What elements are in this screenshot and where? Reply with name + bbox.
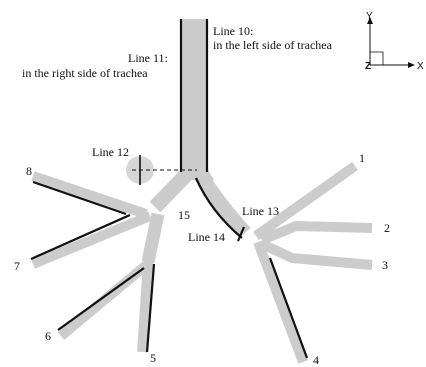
coordinate-axes: Y Z X	[365, 11, 424, 72]
branch-7	[31, 211, 152, 269]
x-axis-arrowhead	[408, 62, 415, 68]
branch-number-1: 1	[359, 151, 365, 165]
line-10-label-a: Line 10:	[213, 24, 253, 38]
line-12-marker	[126, 155, 197, 185]
branch-5	[137, 261, 153, 353]
branch-number-3: 3	[382, 258, 388, 272]
branch-8	[31, 171, 148, 219]
branch-2	[260, 221, 373, 245]
z-axis-label: Z	[365, 61, 371, 72]
branch-4	[253, 240, 308, 364]
trachea	[181, 19, 207, 172]
junction-15-label: 15	[178, 208, 190, 222]
line-13-label: Line 13	[242, 204, 279, 218]
branch-5-wall	[145, 263, 156, 353]
line-13-mark	[236, 226, 246, 242]
line-14-wall	[194, 177, 243, 239]
y-axis-label: Y	[366, 11, 373, 22]
branch-number-2: 2	[384, 221, 390, 235]
axis-origin-square	[369, 51, 384, 66]
line-14-label: Line 14	[188, 230, 225, 244]
line-11-label-a: Line 11:	[128, 51, 168, 65]
line-11-label-b: in the right side of trachea	[22, 66, 148, 80]
line-12-label: Line 12	[92, 145, 129, 159]
wall-lines	[30, 19, 309, 359]
branch-7-wall	[30, 213, 131, 261]
branch-number-6: 6	[45, 329, 51, 343]
left-main-bronchus	[194, 171, 251, 239]
branch-4-wall	[268, 257, 309, 359]
right-main-bronchus	[149, 169, 192, 213]
branch-number-4: 4	[313, 353, 319, 367]
branch-6-wall	[57, 267, 145, 331]
branch-number-7: 7	[14, 259, 20, 273]
y-axis-arrowhead	[367, 17, 373, 24]
right-lower-trunk	[141, 212, 165, 264]
branch-number-8: 8	[26, 164, 32, 178]
branch-3	[259, 239, 373, 270]
branch-1	[253, 161, 358, 241]
x-axis-label: X	[417, 61, 424, 72]
branch-numbers: 1 2 3 4 5 6 7 8	[14, 151, 390, 367]
annotation-labels: Line 10: in the left side of trachea Lin…	[22, 24, 333, 244]
branch-number-5: 5	[150, 351, 156, 365]
branch-8-wall	[32, 180, 127, 216]
line-10-label-b: in the left side of trachea	[213, 38, 333, 52]
